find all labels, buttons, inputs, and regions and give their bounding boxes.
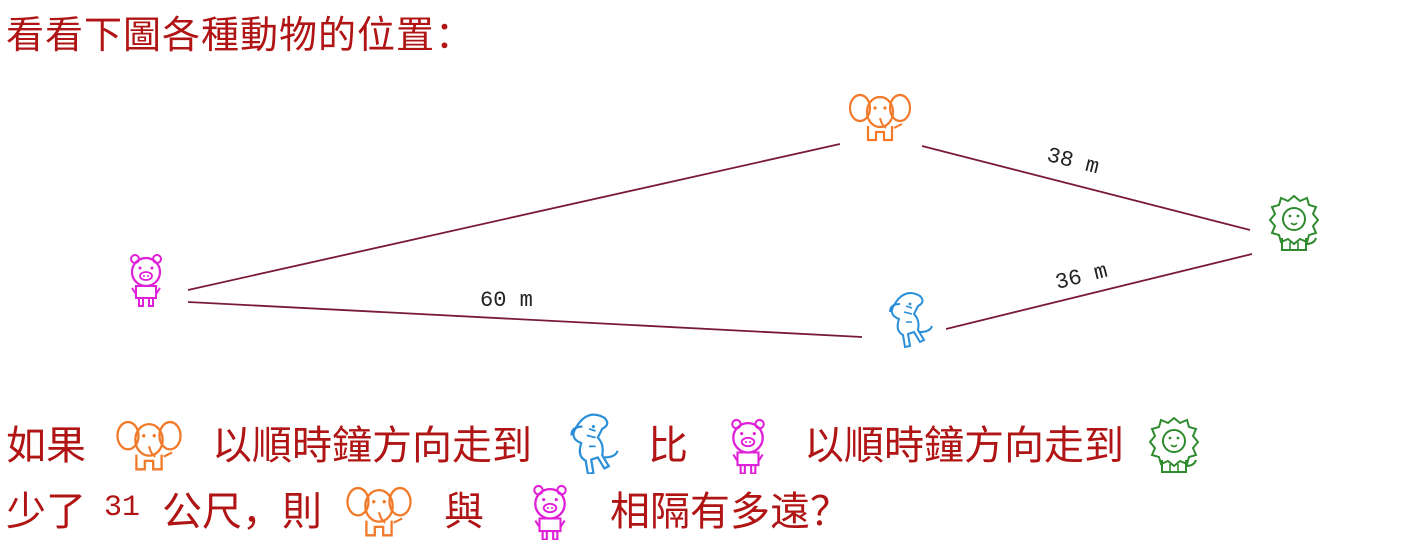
- question-line-2: 少了 31 公尺，則 與 相隔有多遠？: [6, 476, 850, 540]
- label-38m: 38 m: [1044, 143, 1101, 180]
- animal-map: 38 m 36 m 60 m: [129, 93, 1319, 348]
- question-text-distance: 相隔有多遠？: [610, 489, 851, 535]
- elephant-icon: [346, 486, 412, 537]
- elephant-icon: [848, 93, 912, 142]
- question-line-1: 如果 以順時鐘方向走到 比 以順時鐘方向走到: [6, 410, 1206, 474]
- question-text-clockwise-2: 以順時鐘方向走到: [804, 423, 1124, 469]
- question-text-than: 比: [648, 423, 688, 469]
- lion-icon: [1149, 417, 1199, 473]
- question-text-and: 與: [444, 489, 485, 535]
- pig-icon: [731, 418, 765, 474]
- lion-icon: [1269, 195, 1319, 251]
- question-number: 31: [104, 491, 141, 525]
- edge-zebra-lion: [945, 253, 1253, 330]
- question-text-less: 少了: [6, 489, 86, 535]
- pig-icon: [533, 484, 567, 540]
- question-text-clockwise-1: 以順時鐘方向走到: [212, 423, 532, 469]
- zebra-icon: [570, 413, 619, 474]
- zebra-icon: [889, 292, 933, 348]
- label-60m: 60 m: [480, 288, 533, 313]
- edge-elephant-lion: [921, 145, 1251, 231]
- page-title: 看看下圖各種動物的位置：: [6, 13, 475, 57]
- edge-pig-zebra: [187, 301, 863, 338]
- elephant-icon: [116, 420, 182, 471]
- pig-icon: [129, 253, 163, 308]
- question-text-meters: 公尺，則: [162, 489, 323, 535]
- edge-pig-elephant: [187, 143, 841, 291]
- question-text-if: 如果: [6, 423, 86, 469]
